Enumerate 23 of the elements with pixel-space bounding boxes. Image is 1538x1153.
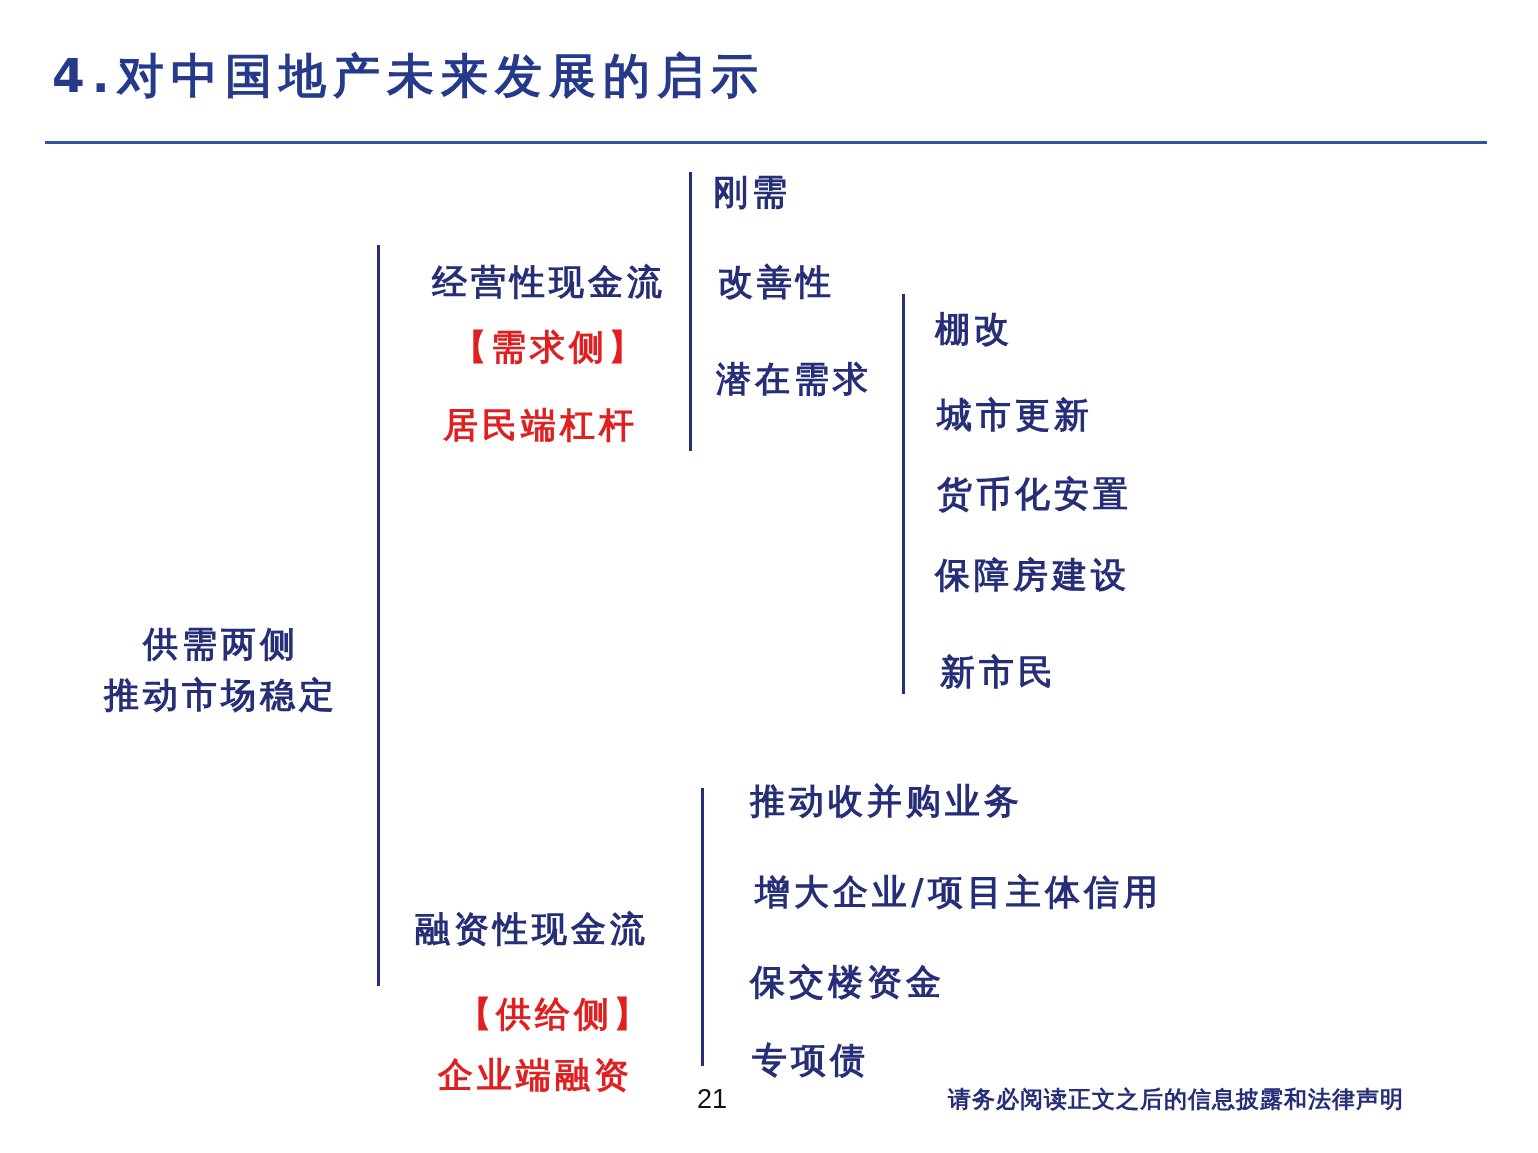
item-label: 推动收并购业务	[750, 784, 1023, 819]
topic-label: 供需两侧	[143, 627, 299, 662]
item-label: 刚需	[713, 175, 791, 210]
branch-label: 融资性现金流	[415, 912, 649, 947]
side-label: 【需求侧】	[452, 330, 647, 365]
item-label: 货币化安置	[937, 477, 1132, 512]
item-label: 新市民	[940, 655, 1057, 690]
item-label: 保障房建设	[935, 558, 1130, 593]
item-label: 城市更新	[937, 398, 1093, 433]
item-label: 增大企业/项目主体信用	[755, 875, 1162, 910]
slide-title: 4.对中国地产未来发展的启示	[52, 52, 765, 99]
side-label: 居民端杠杆	[443, 408, 638, 443]
item-label: 专项债	[752, 1043, 869, 1078]
side-label: 企业端融资	[438, 1058, 633, 1093]
item-label: 保交楼资金	[750, 965, 945, 1000]
topic-label: 推动市场稳定	[104, 678, 338, 713]
side-label: 【供给侧】	[457, 997, 652, 1032]
item-label: 改善性	[718, 265, 835, 300]
item-label: 潜在需求	[716, 362, 872, 397]
branch-label: 经营性现金流	[432, 265, 666, 300]
disclaimer-text: 请务必阅读正文之后的信息披露和法律声明	[948, 1088, 1404, 1111]
item-label: 棚改	[935, 312, 1013, 347]
page-number: 21	[697, 1086, 728, 1113]
